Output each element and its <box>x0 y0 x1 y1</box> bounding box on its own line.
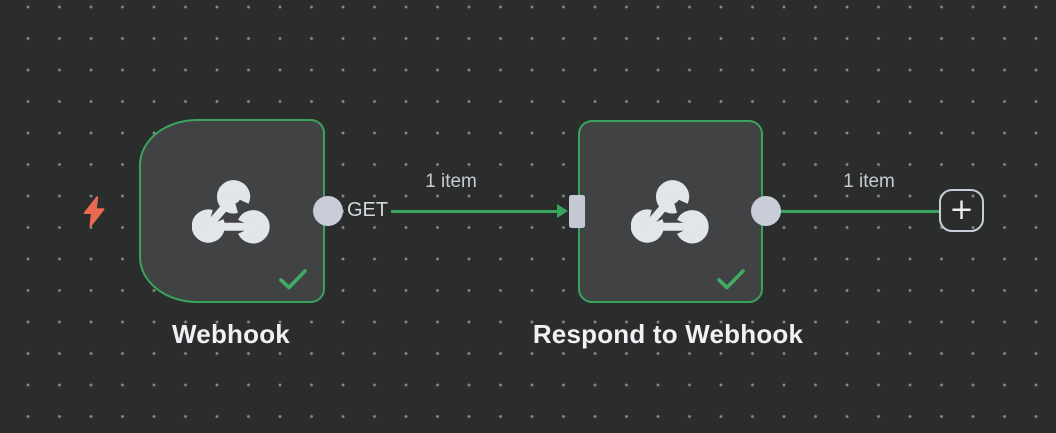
connection-1-method-label: GET <box>344 199 392 223</box>
lightning-bolt-icon <box>83 196 105 227</box>
webhook-output-connector[interactable] <box>313 196 343 226</box>
connection-2-items-label: 1 item <box>843 171 895 192</box>
respond-input-connector[interactable] <box>569 195 585 228</box>
respond-output-connector[interactable] <box>751 196 781 226</box>
webhook-icon <box>630 180 709 244</box>
connection-arrowhead-icon <box>557 204 568 218</box>
plus-icon: + <box>949 191 974 226</box>
node-label-webhook[interactable]: Webhook <box>172 319 290 349</box>
node-respond-to-webhook[interactable] <box>578 120 763 303</box>
success-check-icon <box>279 269 307 290</box>
connection-line-1[interactable] <box>330 210 563 213</box>
node-label-respond-to-webhook[interactable]: Respond to Webhook <box>532 319 804 349</box>
webhook-icon <box>192 179 270 243</box>
success-check-icon <box>717 269 745 290</box>
add-node-button[interactable]: + <box>939 189 984 232</box>
node-webhook[interactable] <box>139 119 325 303</box>
connection-line-2[interactable] <box>766 210 940 213</box>
connection-1-items-label: 1 item <box>425 171 477 192</box>
